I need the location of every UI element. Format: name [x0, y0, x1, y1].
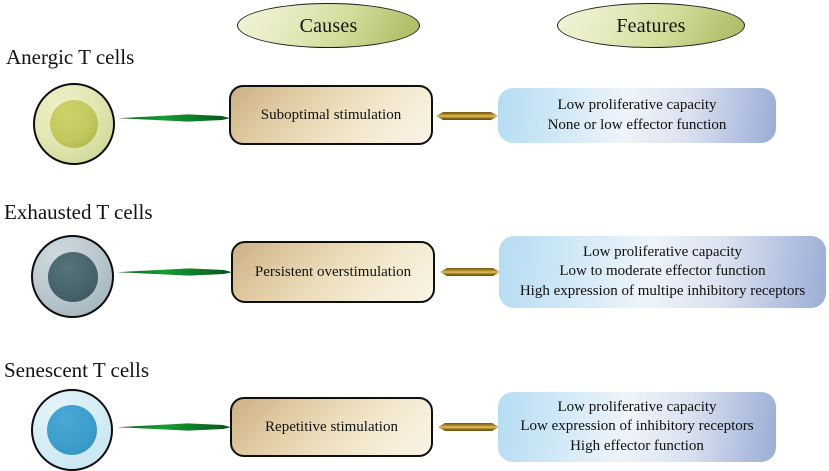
feature-item: Low expression of inhibitory receptors — [520, 418, 754, 435]
row-label-senescent: Senescent T cells — [4, 358, 150, 382]
feature-item: Low proliferative capacity — [557, 398, 717, 415]
cause-text-anergic: Suboptimal stimulation — [260, 106, 402, 123]
gold-arrow-icon-senescent — [438, 421, 499, 432]
cause-box-senescent: Repetitive stimulation — [230, 397, 433, 457]
header-label-features: Features — [616, 14, 686, 37]
gold-arrow-icon-anergic — [436, 110, 498, 121]
t-cell-anergic-icon — [33, 83, 115, 165]
header-label-causes: Causes — [299, 14, 358, 37]
feature-box-exhausted: Low proliferative capacity Low to modera… — [499, 236, 826, 308]
feature-item: Low proliferative capacity — [557, 97, 717, 113]
t-cell-senescent-icon — [31, 389, 113, 471]
t-cell-exhausted-icon — [31, 235, 114, 318]
feature-item: Low proliferative capacity — [582, 243, 743, 260]
nucleus-anergic-icon — [50, 100, 98, 148]
cause-text-exhausted: Persistent overstimulation — [254, 263, 412, 280]
feature-item: High expression of multipe inhibitory re… — [519, 282, 806, 299]
nucleus-exhausted-icon — [47, 251, 98, 302]
feature-box-senescent: Low proliferative capacity Low expressio… — [498, 392, 776, 462]
row-label-exhausted: Exhausted T cells — [4, 200, 153, 224]
feature-item: Low to moderate effector function — [559, 263, 766, 280]
cause-box-exhausted: Persistent overstimulation — [231, 241, 435, 303]
feature-item: High effector function — [570, 437, 704, 454]
feature-list-senescent: Low proliferative capacity Low expressio… — [520, 398, 753, 457]
row-label-anergic: Anergic T cells — [6, 45, 135, 69]
green-arrow-icon-exhausted — [117, 267, 232, 276]
gold-arrow-icon-exhausted — [440, 266, 500, 277]
feature-list-anergic: Low proliferative capacity None or low e… — [548, 96, 727, 135]
feature-item: None or low effector function — [547, 116, 727, 133]
header-ellipse-causes: Causes — [237, 3, 420, 48]
header-ellipse-features: Features — [557, 3, 745, 48]
feature-list-exhausted: Low proliferative capacity Low to modera… — [520, 243, 805, 302]
green-arrow-icon-senescent — [117, 422, 231, 431]
cause-box-anergic: Suboptimal stimulation — [229, 85, 433, 145]
feature-box-anergic: Low proliferative capacity None or low e… — [498, 88, 776, 143]
green-arrow-icon-anergic — [118, 113, 230, 122]
nucleus-senescent-icon — [47, 405, 97, 455]
cause-text-senescent: Repetitive stimulation — [265, 418, 398, 435]
